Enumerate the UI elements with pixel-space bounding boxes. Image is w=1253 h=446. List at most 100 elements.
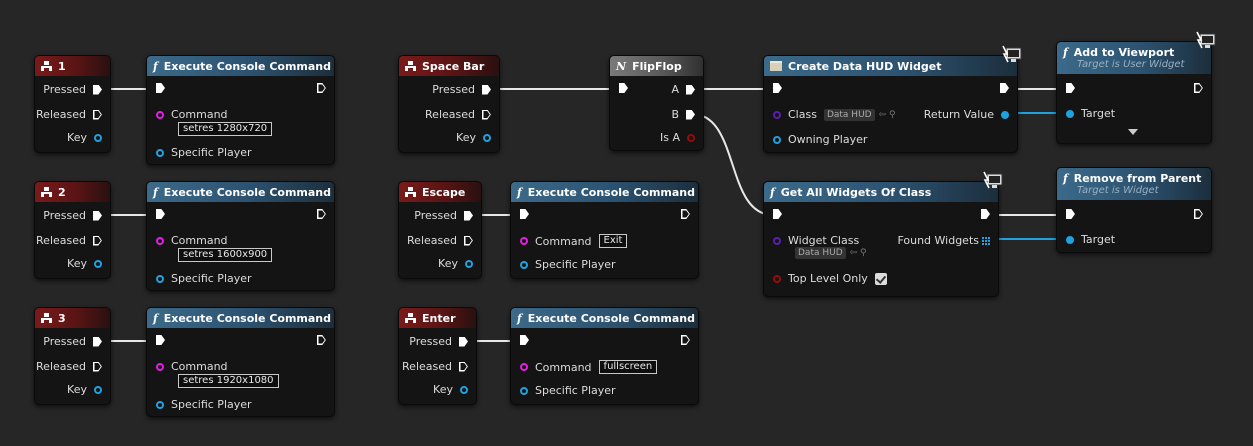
- browse-icon[interactable]: ⇦ ⚲: [878, 109, 896, 120]
- expand-arrow-icon[interactable]: [1128, 129, 1138, 135]
- node-title: Execute Console Command: [163, 59, 332, 73]
- target-input-pin[interactable]: [1066, 109, 1074, 118]
- command-input-pin[interactable]: [520, 237, 528, 245]
- return-value-pin[interactable]: [1001, 110, 1009, 119]
- released-exec-pin[interactable]: [93, 236, 102, 246]
- a-exec-pin[interactable]: [686, 84, 695, 95]
- key-output-pin[interactable]: [94, 259, 102, 268]
- macro-icon: N: [616, 59, 627, 73]
- exec-output-pin[interactable]: [1194, 83, 1203, 93]
- function-icon: f: [1063, 46, 1068, 59]
- specific-player-pin[interactable]: [156, 400, 164, 409]
- command-value-field[interactable]: setres 1920x1080: [178, 374, 279, 388]
- top-level-only-checkbox[interactable]: [874, 272, 887, 285]
- keyboard-event-icon: [405, 313, 416, 323]
- command-value-field[interactable]: Exit: [598, 234, 628, 248]
- command-label: Command: [535, 234, 592, 248]
- event-node-escape[interactable]: Escape Pressed Released Key: [398, 181, 482, 279]
- key-output-pin[interactable]: [483, 133, 491, 142]
- is-a-pin[interactable]: [687, 133, 695, 142]
- target-input-pin[interactable]: [1066, 235, 1074, 244]
- array-pin-icon[interactable]: [982, 236, 990, 245]
- command-input-pin[interactable]: [156, 362, 164, 371]
- pressed-exec-pin[interactable]: [93, 336, 102, 347]
- pressed-exec-pin[interactable]: [459, 336, 468, 347]
- exec-input-pin[interactable]: [520, 335, 529, 345]
- owning-player-pin[interactable]: [773, 135, 781, 144]
- event-node-key-2[interactable]: 2 Pressed Released Key: [34, 181, 111, 279]
- exec-input-pin[interactable]: [156, 83, 165, 93]
- exec-input-pin[interactable]: [1066, 83, 1075, 93]
- exec-output-pin[interactable]: [317, 209, 326, 219]
- specific-player-pin[interactable]: [520, 260, 528, 269]
- released-exec-pin[interactable]: [482, 110, 491, 120]
- command-input-pin[interactable]: [520, 363, 528, 371]
- exec-output-pin[interactable]: [981, 209, 990, 219]
- event-node-space-bar[interactable]: Space Bar Pressed Released Key: [398, 55, 500, 153]
- exec-output-pin[interactable]: [681, 335, 690, 345]
- key-output-pin[interactable]: [460, 385, 468, 394]
- exec-input-pin[interactable]: [156, 209, 165, 219]
- released-exec-pin[interactable]: [93, 362, 102, 372]
- pressed-exec-pin[interactable]: [464, 210, 473, 221]
- exec-input-pin[interactable]: [520, 209, 529, 219]
- class-input-pin[interactable]: [773, 110, 781, 119]
- key-output-pin[interactable]: [94, 133, 102, 142]
- exec-output-pin[interactable]: [681, 209, 690, 219]
- key-output-pin[interactable]: [465, 259, 473, 268]
- exec-input-pin[interactable]: [773, 83, 782, 93]
- class-dropdown[interactable]: Data HUD: [823, 108, 875, 121]
- function-icon: f: [517, 185, 522, 199]
- exec-input-pin[interactable]: [156, 335, 165, 345]
- event-node-enter[interactable]: Enter Pressed Released Key: [398, 307, 477, 405]
- specific-player-pin[interactable]: [156, 148, 164, 157]
- node-title: FlipFlop: [632, 59, 682, 73]
- event-node-key-3[interactable]: 3 Pressed Released Key: [34, 307, 111, 405]
- command-input-pin[interactable]: [156, 110, 164, 119]
- exec-input-pin[interactable]: [773, 209, 782, 219]
- released-exec-pin[interactable]: [459, 362, 468, 372]
- pressed-exec-pin[interactable]: [482, 84, 491, 95]
- exec-output-pin[interactable]: [317, 335, 326, 345]
- create-widget-node[interactable]: Create Data HUD Widget Class Data HUD⇦ ⚲…: [763, 45, 1022, 153]
- command-value-field[interactable]: setres 1600x900: [178, 248, 273, 262]
- exec-output-pin[interactable]: [317, 83, 326, 93]
- exec-input-pin[interactable]: [619, 83, 628, 93]
- command-label: Command: [171, 234, 228, 247]
- function-icon: f: [517, 311, 522, 325]
- widget-icon: [770, 61, 782, 71]
- command-value-field[interactable]: fullscreen: [598, 360, 658, 374]
- command-value-field[interactable]: setres 1280x720: [178, 122, 273, 136]
- target-label: Target: [1081, 107, 1116, 120]
- pressed-exec-pin[interactable]: [93, 84, 102, 95]
- command-input-pin[interactable]: [156, 236, 164, 245]
- event-node-key-1[interactable]: 1 Pressed Released Key: [34, 55, 111, 153]
- key-output-pin[interactable]: [94, 385, 102, 394]
- b-exec-pin[interactable]: [686, 109, 695, 120]
- exec-output-pin[interactable]: [1194, 209, 1203, 219]
- released-exec-pin[interactable]: [93, 110, 102, 120]
- node-title: Execute Console Command: [527, 311, 696, 325]
- specific-player-label: Specific Player: [171, 398, 252, 411]
- specific-player-label: Specific Player: [171, 146, 252, 159]
- exec-input-pin[interactable]: [1066, 209, 1075, 219]
- exec-output-pin[interactable]: [1000, 83, 1009, 93]
- top-level-only-pin[interactable]: [773, 274, 781, 283]
- event-title: 1: [58, 59, 66, 73]
- widget-class-dropdown[interactable]: Data HUD: [795, 247, 846, 259]
- browse-icon[interactable]: ⇦ ⚲: [849, 248, 867, 258]
- widget-class-pin[interactable]: [773, 236, 781, 245]
- specific-player-pin[interactable]: [520, 386, 528, 395]
- released-exec-pin[interactable]: [464, 236, 473, 246]
- pressed-exec-pin[interactable]: [93, 210, 102, 221]
- specific-player-pin[interactable]: [156, 274, 164, 283]
